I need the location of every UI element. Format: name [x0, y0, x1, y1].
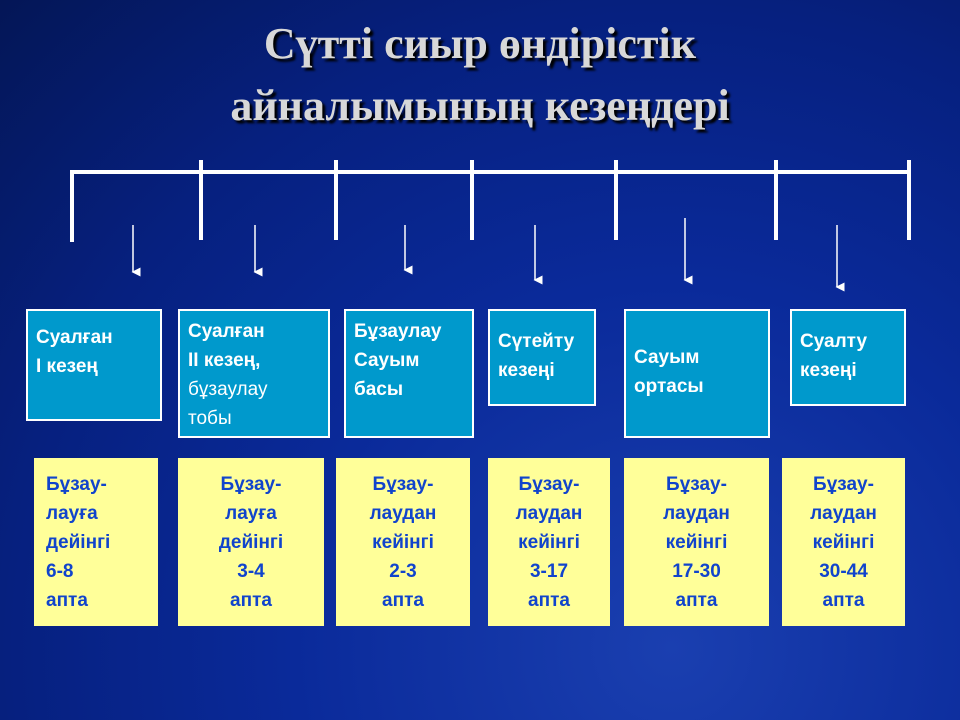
- duration-box-2: Бұзау- лауға дейінгі 3-4 апта: [178, 458, 324, 626]
- duration-text: кейінгі: [518, 532, 580, 553]
- duration-text: 17-30: [672, 561, 721, 582]
- stage-text: Сауым: [354, 350, 420, 371]
- duration-box-5: Бұзау- лаудан кейінгі 17-30 апта: [624, 458, 769, 626]
- stage-text: кезеңі: [498, 360, 555, 381]
- duration-text: апта: [382, 590, 424, 611]
- stage-box-dry-2: Суалған ІІ кезең, бұзаулау тобы: [178, 309, 330, 438]
- duration-box-1: Бұзау- лауға дейінгі 6-8 апта: [34, 458, 158, 626]
- stage-text: Суалту: [800, 331, 868, 352]
- stage-box-drying-off: Суалту кезеңі: [790, 309, 906, 406]
- stage-text: Бұзаулау: [354, 321, 442, 342]
- duration-text: лаудан: [663, 503, 730, 524]
- stage-text: Сүтейту: [498, 331, 575, 352]
- stage-text: ортасы: [634, 376, 704, 397]
- duration-text: Бұзау-: [518, 474, 580, 495]
- stage-box-dry-1: Суалған І кезең: [26, 309, 162, 421]
- duration-text: лауға: [225, 503, 277, 524]
- duration-text: апта: [230, 590, 272, 611]
- duration-box-4: Бұзау- лаудан кейінгі 3-17 апта: [488, 458, 610, 626]
- slide-title-line1: Сүтті сиыр өндірістік: [263, 19, 697, 68]
- duration-text: дейінгі: [46, 532, 111, 553]
- duration-text: апта: [46, 590, 88, 611]
- duration-text: 30-44: [819, 561, 868, 582]
- stage-text: кезеңі: [800, 360, 857, 381]
- duration-text: лауға: [46, 503, 98, 524]
- duration-text: 3-4: [237, 561, 265, 582]
- stage-text: басы: [354, 379, 404, 400]
- stage-text: Суалған: [36, 327, 113, 348]
- duration-text: дейінгі: [218, 532, 284, 553]
- stage-text: І кезең: [36, 356, 98, 377]
- stage-text: Суалған: [188, 321, 265, 342]
- duration-text: апта: [528, 590, 570, 611]
- duration-text: Бұзау-: [46, 474, 107, 495]
- duration-text: Бұзау-: [220, 474, 282, 495]
- duration-text: лаудан: [369, 503, 437, 524]
- stage-text: Сауым: [634, 347, 700, 368]
- duration-text: лаудан: [515, 503, 583, 524]
- duration-text: кейінгі: [812, 532, 875, 553]
- duration-box-3: Бұзау- лаудан кейінгі 2-3 апта: [336, 458, 470, 626]
- duration-text: апта: [675, 590, 718, 611]
- duration-text: 6-8: [46, 561, 74, 582]
- duration-text: 2-3: [389, 561, 417, 582]
- duration-box-6: Бұзау- лаудан кейінгі 30-44 апта: [782, 458, 905, 626]
- stage-box-lactation: Сүтейту кезеңі: [488, 309, 596, 406]
- duration-text: 3-17: [529, 561, 569, 582]
- duration-text: кейінгі: [665, 532, 728, 553]
- stage-box-mid-milking: Сауым ортасы: [624, 309, 770, 438]
- duration-text: апта: [822, 590, 865, 611]
- stage-text: тобы: [188, 408, 232, 429]
- stage-text: бұзаулау: [188, 379, 268, 400]
- stage-text: ІІ кезең,: [188, 350, 261, 371]
- duration-text: Бұзау-: [666, 474, 727, 495]
- slide-title-line2: айналымының кезеңдері: [230, 81, 730, 130]
- duration-text: Бұзау-: [372, 474, 434, 495]
- duration-text: кейінгі: [372, 532, 434, 553]
- stage-box-calving: Бұзаулау Сауым басы: [344, 309, 474, 438]
- duration-text: лаудан: [810, 503, 877, 524]
- duration-text: Бұзау-: [813, 474, 874, 495]
